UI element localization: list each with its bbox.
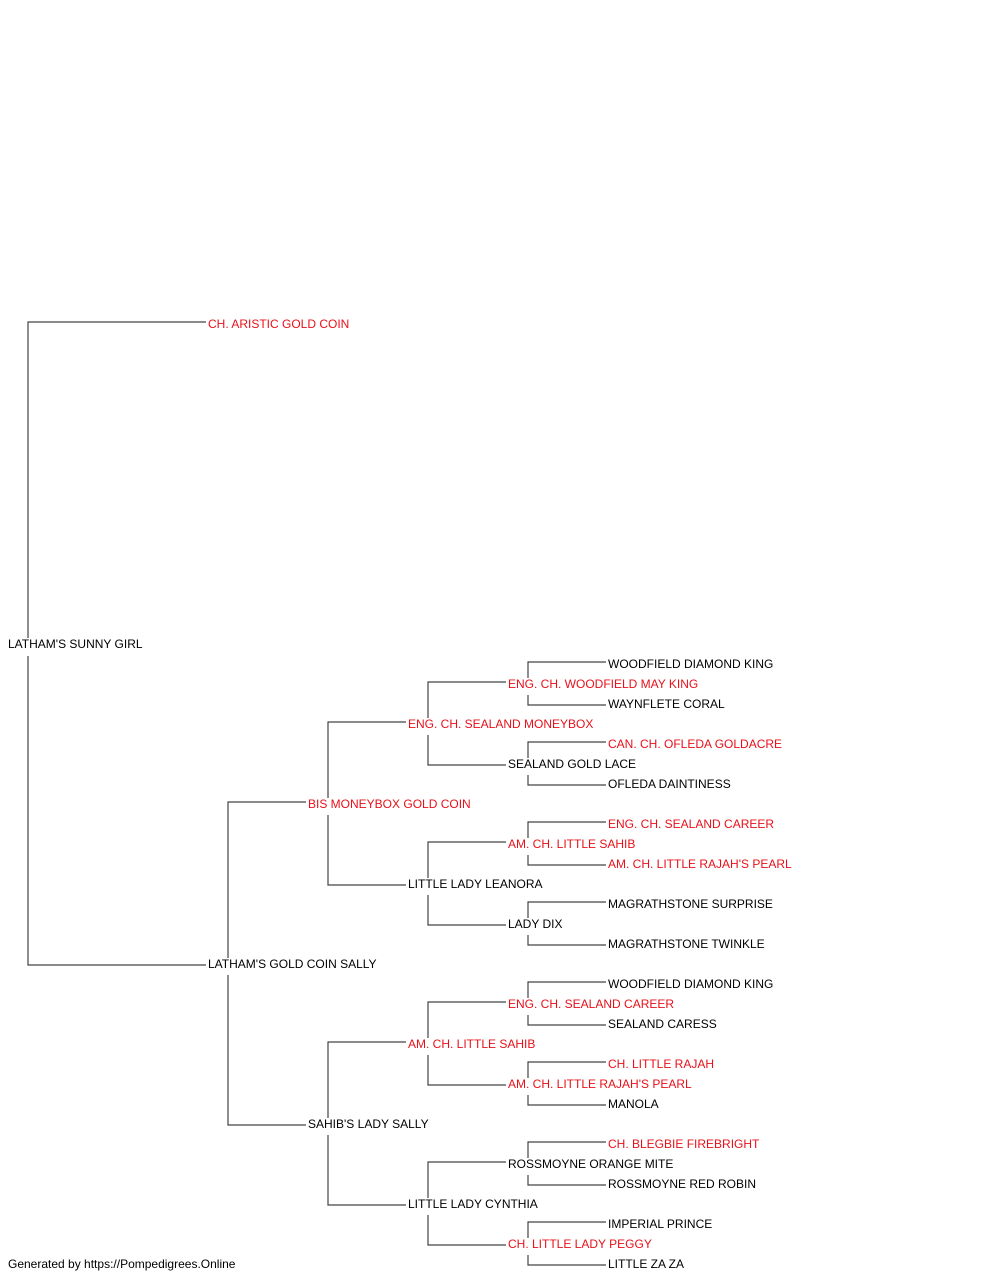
gen5-ancestor-name[interactable]: CH. BLEGBIE FIREBRIGHT <box>608 1137 760 1151</box>
gen5-ancestor-name[interactable]: CH. LITTLE RAJAH <box>608 1057 715 1071</box>
gen4-ancestor-name[interactable]: ENG. CH. SEALAND CAREER <box>508 997 675 1011</box>
dam-name[interactable]: LATHAM'S GOLD COIN SALLY <box>208 957 377 971</box>
gen5-ancestor-name[interactable]: IMPERIAL PRINCE <box>608 1217 713 1231</box>
gen3-ancestor-name[interactable]: AM. CH. LITTLE SAHIB <box>408 1037 536 1051</box>
gen5-ancestor-name[interactable]: WOODFIELD DIAMOND KING <box>608 977 774 991</box>
connector-gen4-6 <box>527 1061 606 1106</box>
gen4-ancestor-name[interactable]: AM. CH. LITTLE SAHIB <box>508 837 636 851</box>
connector-gen4-5 <box>527 981 606 1026</box>
gen5-ancestor-name[interactable]: OFLEDA DAINTINESS <box>608 777 731 791</box>
gen4-ancestor-name[interactable]: ROSSMOYNE ORANGE MITE <box>508 1157 674 1171</box>
gen4-ancestor-name[interactable]: LADY DIX <box>508 917 563 931</box>
connector-dam-dam <box>327 1041 406 1206</box>
connector-gen4-4 <box>527 901 606 946</box>
dam-dam-name[interactable]: SAHIB'S LADY SALLY <box>308 1117 429 1131</box>
connector-gen3-3 <box>427 1001 506 1086</box>
gen3-ancestor-name[interactable]: LITTLE LADY LEANORA <box>408 877 543 891</box>
connector-gen3-2 <box>427 841 506 926</box>
gen5-ancestor-name[interactable]: ENG. CH. SEALAND CAREER <box>608 817 775 831</box>
gen5-ancestor-name[interactable]: MAGRATHSTONE SURPRISE <box>608 897 773 911</box>
gen5-ancestor-name[interactable]: ROSSMOYNE RED ROBIN <box>608 1177 757 1191</box>
connector-gen4-7 <box>527 1141 606 1186</box>
connector-dam <box>227 801 306 1126</box>
gen5-ancestor-name[interactable]: SEALAND CARESS <box>608 1017 717 1031</box>
connector-gen4-8 <box>527 1221 606 1266</box>
subject-name[interactable]: LATHAM'S SUNNY GIRL <box>8 637 143 651</box>
gen5-ancestor-name[interactable]: MAGRATHSTONE TWINKLE <box>608 937 765 951</box>
connector-gen4-2 <box>527 741 606 786</box>
gen5-ancestor-name[interactable]: MANOLA <box>608 1097 659 1111</box>
gen4-ancestor-name[interactable]: AM. CH. LITTLE RAJAH'S PEARL <box>508 1077 692 1091</box>
connector-subject <box>27 321 206 966</box>
gen3-ancestor-name[interactable]: LITTLE LADY CYNTHIA <box>408 1197 538 1211</box>
dam-sire-name[interactable]: BIS MONEYBOX GOLD COIN <box>308 797 471 811</box>
gen4-ancestor-name[interactable]: ENG. CH. WOODFIELD MAY KING <box>508 677 699 691</box>
connector-gen4-1 <box>527 661 606 706</box>
gen3-ancestor-name[interactable]: ENG. CH. SEALAND MONEYBOX <box>408 717 594 731</box>
generated-by-footer: Generated by https://Pompedigrees.Online <box>8 1257 236 1271</box>
connector-dam-sire <box>327 721 406 886</box>
connector-gen3-4 <box>427 1161 506 1246</box>
gen5-ancestor-name[interactable]: LITTLE ZA ZA <box>608 1257 685 1271</box>
gen5-ancestor-name[interactable]: AM. CH. LITTLE RAJAH'S PEARL <box>608 857 792 871</box>
gen4-ancestor-name[interactable]: SEALAND GOLD LACE <box>508 757 637 771</box>
connector-gen3-1 <box>427 681 506 766</box>
gen4-ancestor-name[interactable]: CH. LITTLE LADY PEGGY <box>508 1237 652 1251</box>
gen5-ancestor-name[interactable]: CAN. CH. OFLEDA GOLDACRE <box>608 737 783 751</box>
gen5-ancestor-name[interactable]: WOODFIELD DIAMOND KING <box>608 657 774 671</box>
sire-name[interactable]: CH. ARISTIC GOLD COIN <box>208 317 350 331</box>
gen5-ancestor-name[interactable]: WAYNFLETE CORAL <box>608 697 725 711</box>
connector-gen4-3 <box>527 821 606 866</box>
